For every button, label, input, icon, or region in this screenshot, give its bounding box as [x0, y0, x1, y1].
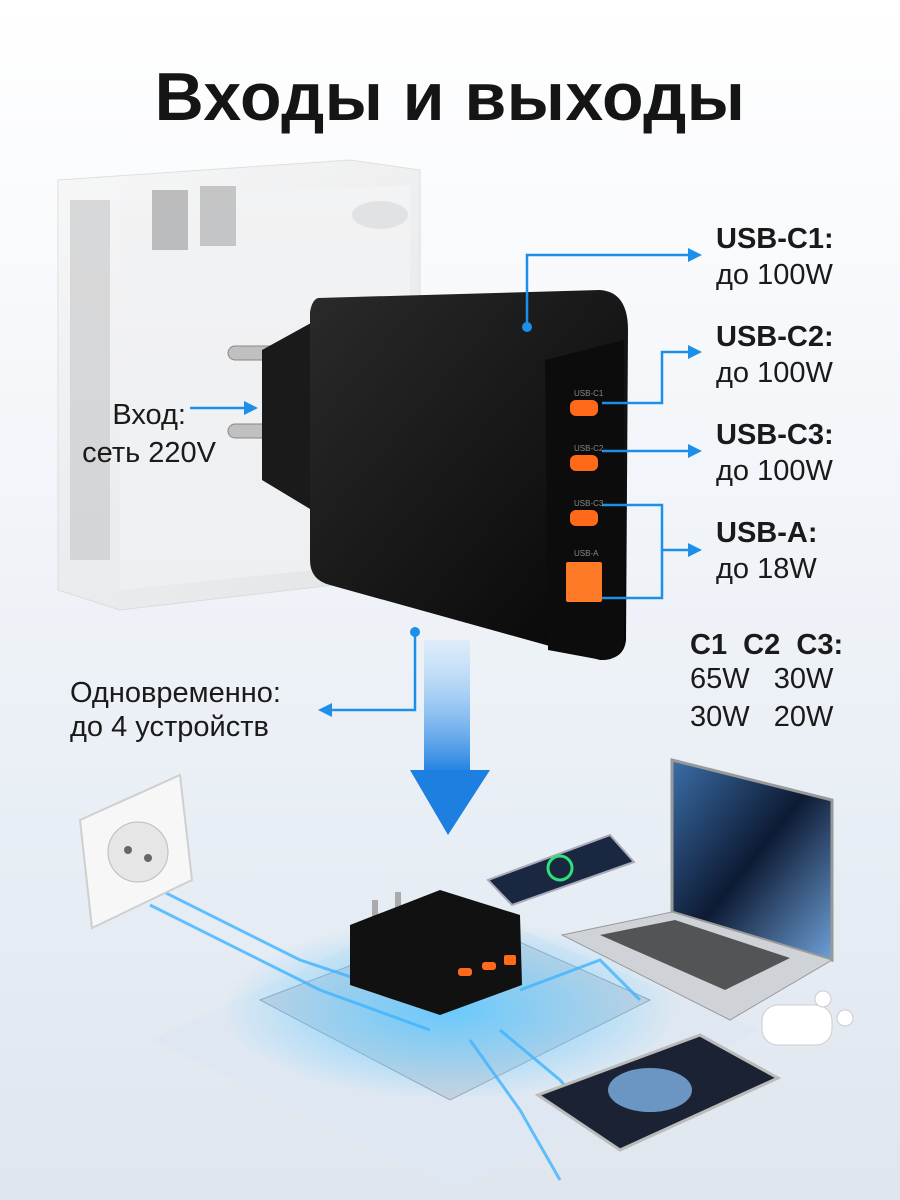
port-c3-power: до 100W [716, 455, 833, 487]
wall-socket-image [78, 773, 194, 930]
port-c1-shape [570, 400, 598, 416]
smartphone-image [486, 833, 636, 907]
port-c1-power: до 100W [716, 259, 833, 291]
combo-row-2: 30W 20W [690, 701, 834, 733]
input-label: Вход: [112, 399, 186, 431]
port-a-shape [566, 562, 602, 602]
page-title: Входы и выходы [154, 59, 746, 135]
port-label-a: USB-A [574, 549, 599, 558]
combo-header: C1 C2 C3: [690, 629, 844, 661]
port-c2-shape [570, 455, 598, 471]
port-a-power: до 18W [716, 553, 817, 585]
tablet-image [534, 1033, 782, 1152]
combo-row-1: 65W 30W [690, 663, 834, 695]
port-a-name: USB-A: [716, 517, 818, 549]
earbuds-image [761, 990, 854, 1046]
port-label-c2: USB-C2 [574, 444, 604, 453]
charger-image [227, 290, 628, 660]
port-c2-power: до 100W [716, 357, 833, 389]
port-c3-shape [570, 510, 598, 526]
simultaneous-value: до 4 устройств [70, 711, 269, 743]
port-c3-name: USB-C3: [716, 419, 834, 451]
callout-lines [190, 253, 690, 712]
port-label-c1: USB-C1 [574, 389, 604, 398]
port-c1-name: USB-C1: [716, 223, 834, 255]
port-label-c3: USB-C3 [574, 499, 604, 508]
power-flow-arrow [410, 640, 490, 835]
simultaneous-label: Одновременно: [70, 677, 281, 709]
laptop-image [560, 758, 834, 1021]
port-c2-name: USB-C2: [716, 321, 834, 353]
small-charger-image [350, 890, 522, 1015]
callout-arrowheads [244, 248, 702, 717]
input-value: сеть 220V [82, 437, 216, 469]
